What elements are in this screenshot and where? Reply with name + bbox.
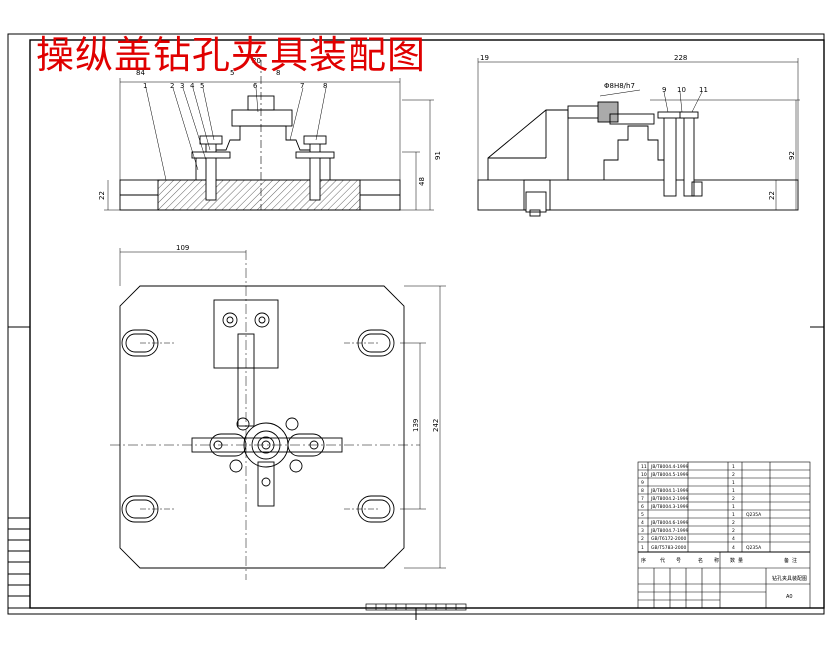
bom-row-5-code: JB/T8004.2-1999 [650,496,689,502]
front-part-4: 4 [190,82,195,90]
front-part-2: 2 [170,82,174,90]
bom-header-seq: 序 [641,557,646,564]
bom-row-10-no: 2 [641,536,644,542]
bom-header-title: 称 [714,557,719,564]
sheet-size: A0 [786,594,793,600]
side-view [477,58,800,217]
bom-row-9-no: 3 [641,528,644,534]
bom-text: 11 JB/T8004.4-1999 1 10 JB/T8004.5-1999 … [641,464,762,551]
bom-row-8-no: 4 [641,520,644,526]
inner-frame [29,39,825,609]
front-dim-5: 5 [230,69,234,77]
bom-row-7-qty: 1 [732,512,735,518]
plan-dim-139: 139 [412,419,420,432]
front-dim-22: 22 [98,191,106,200]
front-dim-8: 8 [276,69,280,77]
bom-row-6-qty: 1 [732,504,735,510]
bom-row-11-no: 1 [641,545,644,551]
bom-row-2-qty: 2 [732,472,735,478]
bom-row-2-no: 10 [641,472,647,478]
plan-view [110,248,446,580]
drawing-title: 操纵盖钻孔夹具装配图 [36,33,427,77]
bom-header-no: 号 [676,558,681,564]
bom-row-6-code: JB/T8004.3-1999 [650,504,689,510]
bom-row-4-no: 8 [641,488,644,494]
bom-row-10-qty: 4 [732,536,735,542]
plan-dim-242: 242 [432,419,440,432]
side-part-11: 11 [699,86,708,94]
bom-row-11-code: GB/T5783-2000 [651,545,687,551]
side-view-labels: 228 19 Φ8H8/h7 9 10 11 92 22 [480,54,796,200]
bom-row-7-no: 5 [641,512,644,518]
front-dim-91: 91 [434,151,442,160]
bom-header-note: 注 [792,557,797,564]
side-dim-228: 228 [674,54,687,62]
front-part-5: 5 [200,82,204,90]
side-part-10: 10 [677,86,686,94]
bottom-ruler [365,603,467,611]
bom-grid [637,461,811,609]
drawing-title-text: 钻孔夹具装配图 [772,575,807,582]
bom-row-11-qty: 4 [732,545,735,551]
bom-row-1-qty: 1 [732,464,735,470]
bom-row-1-code: JB/T8004.4-1999 [650,464,689,470]
front-part-6: 6 [253,82,258,90]
bom-row-6-no: 6 [641,504,644,510]
front-part-3: 3 [180,82,184,90]
side-fit-label: Φ8H8/h7 [604,82,635,90]
bom-row-3-qty: 1 [732,480,735,486]
bom-row-8-qty: 2 [732,520,735,526]
plan-dim-109: 109 [176,244,189,252]
outer-frame [7,33,825,615]
left-strip [7,517,31,609]
bom-row-5-no: 7 [641,496,644,502]
bom-header-code: 代 [660,557,665,564]
front-view-labels: 1 2 3 4 5 6 7 8 84 5 20 8 91 48 22 [98,57,442,200]
bom-row-7-mat: Q235A [746,512,762,518]
front-view [104,60,434,211]
side-part-9: 9 [662,86,666,94]
front-part-1: 1 [143,82,147,90]
front-dim-48: 48 [418,177,426,186]
side-dim-19: 19 [480,54,489,62]
bom-row-8-code: JB/T8004.6-1999 [650,520,689,526]
title-block-text: 序 代 号 名 称 数 量 备 注 钻孔夹具装配图 A0 [641,557,807,600]
bom-row-1-no: 11 [641,464,647,470]
bom-row-3-no: 9 [641,480,644,486]
bom-row-4-qty: 1 [732,488,735,494]
front-dim-84: 84 [136,69,145,77]
bom-row-11-mat: Q235A [746,545,762,551]
bom-row-9-code: JB/T8004.7-1999 [650,528,689,534]
bom-header-qty: 数 [730,557,735,564]
front-part-8: 8 [323,82,327,90]
bom-header-name: 名 [698,557,703,564]
side-dim-92: 92 [788,151,796,160]
side-dim-22: 22 [768,191,776,200]
front-dim-20: 20 [252,57,261,65]
front-part-7: 7 [300,82,304,90]
plan-view-labels: 109 139 242 [176,244,440,432]
bom-row-5-qty: 2 [732,496,735,502]
bom-row-9-qty: 2 [732,528,735,534]
bom-row-4-code: JB/T8004.1-1999 [650,488,689,494]
bom-row-2-code: JB/T8004.5-1999 [650,472,689,478]
bom-row-10-code: GB/T6172-2000 [651,536,687,542]
bom-header-amount: 量 [738,557,743,564]
bom-header-remark: 备 [784,557,789,564]
